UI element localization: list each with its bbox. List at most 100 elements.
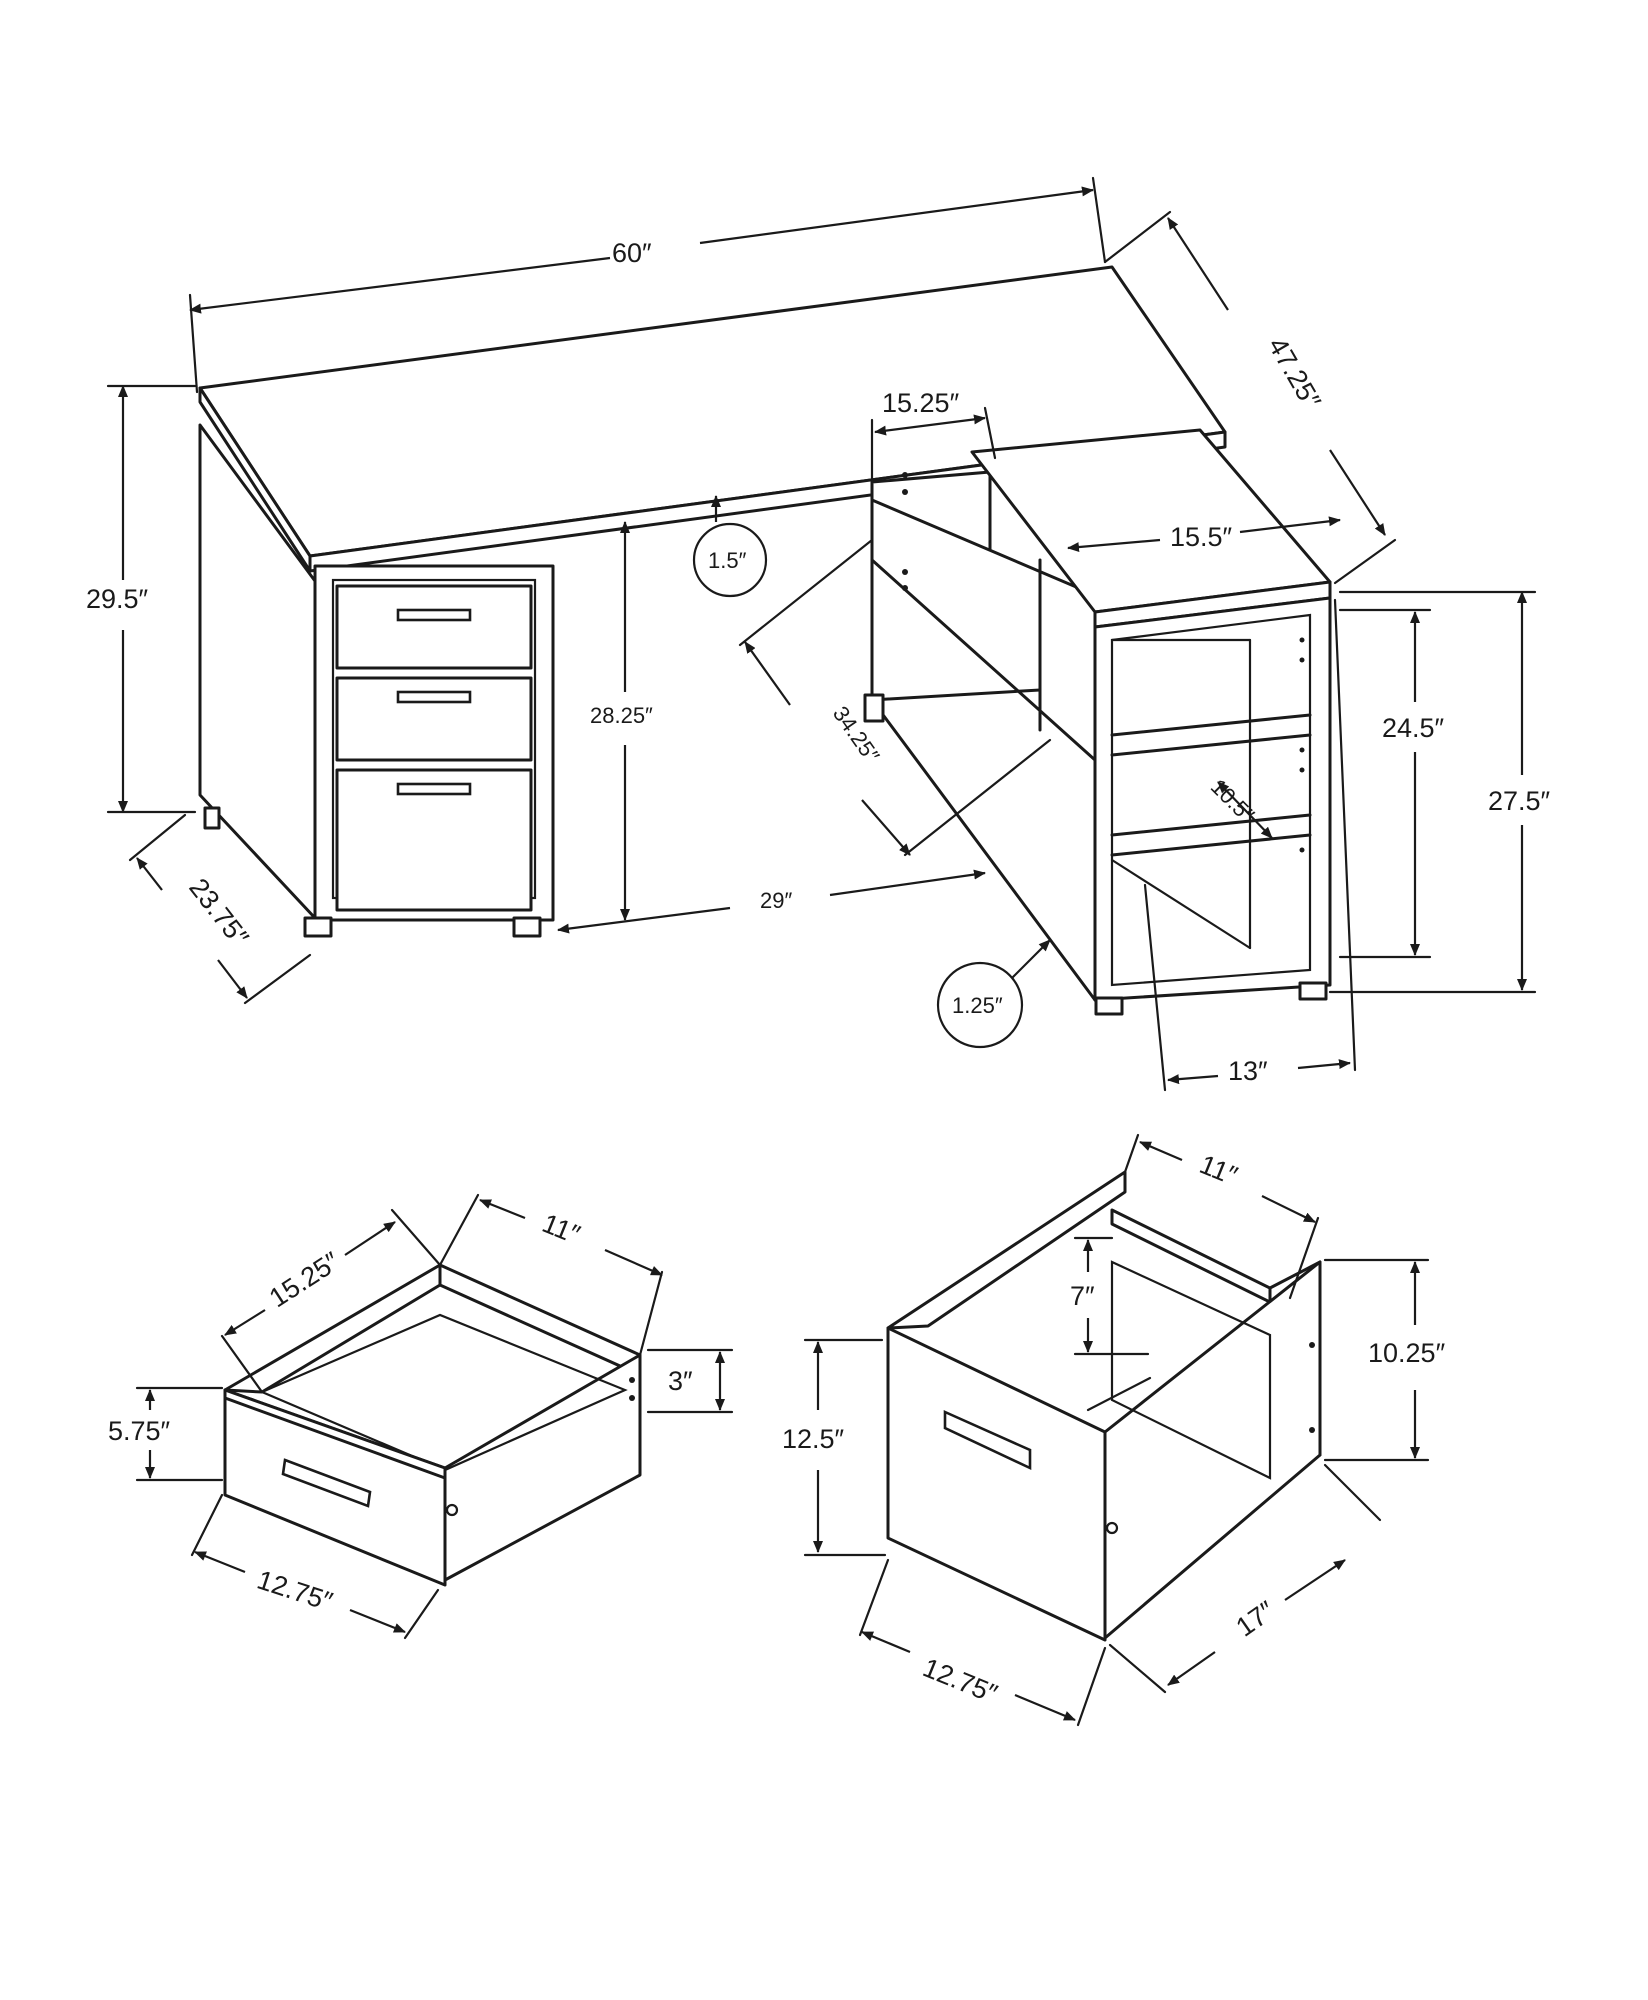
extension-line bbox=[403, 1588, 440, 1640]
dimension-line bbox=[344, 1221, 396, 1256]
dimension-line bbox=[479, 1198, 526, 1220]
dimension-label-drawer-front-height: 5.75″ bbox=[108, 1416, 171, 1446]
shelf-back-line bbox=[1110, 858, 1252, 950]
file-drawer-illustration bbox=[886, 1170, 1322, 1642]
dimension-line bbox=[136, 857, 163, 891]
extension-line bbox=[983, 406, 997, 460]
pedestal-foot bbox=[303, 916, 333, 938]
dimension-label-file-drawer-back-height: 10.25″ bbox=[1368, 1338, 1446, 1368]
desk-illustration bbox=[198, 265, 1332, 1016]
extension-line bbox=[858, 1558, 890, 1637]
dimension-label-drawer-side-height: 3″ bbox=[668, 1366, 693, 1396]
callout-circle bbox=[936, 961, 1024, 1049]
dimension-line bbox=[861, 1630, 911, 1654]
return-shelf-line bbox=[870, 558, 1097, 762]
dimension-label-drawer-front-width: 12.75″ bbox=[254, 1565, 337, 1618]
dimension-label-shelf-unit-width: 15.5″ bbox=[1170, 522, 1233, 552]
dimension-label-base-thickness: 1.25″ bbox=[952, 993, 1003, 1018]
dimension-label-width: 60″ bbox=[612, 238, 652, 268]
dimension-line bbox=[557, 906, 731, 934]
file-drawer-bottom-edge bbox=[1086, 1376, 1152, 1412]
dimension-label-drawer-width: 11″ bbox=[538, 1208, 584, 1250]
drawer-screw-icon bbox=[629, 1377, 635, 1383]
drawer-right-side bbox=[443, 1353, 642, 1582]
shelf-pin-hole bbox=[1299, 847, 1305, 853]
extension-line bbox=[438, 1193, 480, 1267]
extension-line bbox=[220, 1334, 264, 1394]
dimension-line bbox=[1167, 1651, 1216, 1686]
extension-line bbox=[390, 1208, 442, 1267]
dimension-label-return-depth: 47.25″ bbox=[1262, 332, 1327, 414]
dimension-label-file-drawer-front-width: 12.75″ bbox=[919, 1652, 1002, 1709]
top-drawer-front bbox=[335, 584, 533, 670]
dimension-label-shelf-opening-height: 24.5″ bbox=[1382, 713, 1445, 743]
shelf-pin-hole bbox=[902, 585, 908, 591]
dimension-line bbox=[874, 414, 986, 436]
dimension-line bbox=[1239, 516, 1341, 534]
dimension-line bbox=[1329, 449, 1386, 536]
dimension-line bbox=[1167, 1074, 1219, 1085]
dimension-line bbox=[699, 186, 1094, 245]
shelf-pin-hole bbox=[1299, 637, 1305, 643]
desk-top-left-edge bbox=[198, 386, 312, 573]
extension-line bbox=[190, 1493, 224, 1557]
shelf-board bbox=[1110, 713, 1312, 737]
extension-line bbox=[1323, 1463, 1382, 1522]
file-drawer-front-panel bbox=[886, 1326, 1107, 1642]
dimension-line bbox=[194, 1550, 246, 1574]
extension-line bbox=[1333, 538, 1397, 585]
shelf-pin-hole bbox=[1299, 767, 1305, 773]
shelf-board bbox=[1110, 813, 1312, 837]
dimension-line bbox=[1261, 1195, 1316, 1223]
shelf-pin-hole bbox=[902, 489, 908, 495]
dimension-label-shelf-unit-height: 27.5″ bbox=[1488, 786, 1551, 816]
drawer-front-top-edge bbox=[223, 1388, 447, 1480]
extension-line bbox=[1123, 1133, 1140, 1174]
middle-drawer-front bbox=[335, 676, 533, 762]
extension-line bbox=[1103, 210, 1172, 264]
shelf-pin-hole bbox=[902, 569, 908, 575]
extension-line bbox=[903, 738, 1052, 857]
extension-line bbox=[738, 538, 874, 647]
extension-line bbox=[1108, 1643, 1167, 1694]
callout-circle bbox=[692, 522, 768, 598]
dimension-label-height: 29.5″ bbox=[86, 584, 149, 614]
drawer-bottom bbox=[259, 1313, 628, 1472]
drawer-handle-icon bbox=[396, 690, 472, 704]
drawer-screw-icon bbox=[1309, 1342, 1315, 1348]
dimension-line bbox=[1167, 217, 1229, 311]
dimension-line bbox=[1014, 1693, 1076, 1722]
drawer-screw-icon bbox=[1309, 1427, 1315, 1433]
dimension-label-top-thickness: 1.5″ bbox=[708, 548, 747, 573]
drawer-handle-icon bbox=[396, 782, 472, 796]
dimension-line bbox=[1217, 781, 1273, 839]
pedestal-foot bbox=[203, 806, 221, 830]
dimension-label-shelf-unit-depth: 13″ bbox=[1228, 1056, 1268, 1086]
dimension-line bbox=[744, 641, 791, 706]
shelf-unit-foot bbox=[1298, 981, 1328, 1001]
dimension-line bbox=[217, 959, 248, 999]
dimension-label-file-drawer-inner-height: 7″ bbox=[1070, 1281, 1095, 1311]
drawer-handle-icon bbox=[396, 608, 472, 622]
dimension-line bbox=[1284, 1559, 1346, 1601]
dimension-label-file-drawer-front-height: 12.5″ bbox=[782, 1424, 845, 1454]
dimension-line bbox=[861, 799, 911, 856]
dimension-label-file-drawer-depth: 17″ bbox=[1231, 1595, 1281, 1643]
drawer-screw-icon bbox=[445, 1503, 459, 1517]
extension-line bbox=[1143, 883, 1167, 1092]
dimension-label-knee-width: 29″ bbox=[760, 888, 792, 913]
drawer-screw-icon bbox=[1105, 1521, 1119, 1535]
dimension-label-file-drawer-width: 11″ bbox=[1195, 1149, 1241, 1191]
shelf-unit-opening bbox=[1110, 613, 1312, 987]
shelf-pin-hole bbox=[1299, 657, 1305, 663]
extension-line bbox=[1333, 598, 1357, 1072]
return-shelf-line bbox=[870, 688, 1042, 702]
file-drawer-left-side bbox=[886, 1170, 1127, 1330]
small-drawer-illustration bbox=[223, 1263, 642, 1587]
drawer-handle-icon bbox=[281, 1458, 372, 1508]
dimension-label-shelf-top-width: 15.25″ bbox=[882, 388, 960, 418]
dimension-line bbox=[1139, 1140, 1183, 1162]
dimension-line bbox=[1297, 1059, 1351, 1070]
